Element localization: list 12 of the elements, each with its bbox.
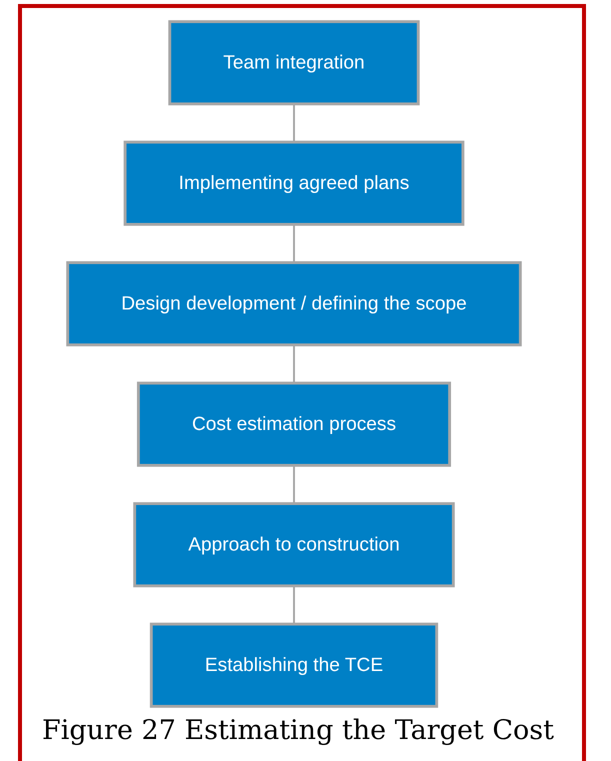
node-box: Cost estimation process [136, 382, 452, 467]
node-box: Approach to construction [133, 502, 455, 588]
connector [293, 104, 295, 142]
node-box: Implementing agreed plans [124, 140, 464, 226]
connector [293, 465, 295, 504]
connector [293, 586, 295, 624]
node-box: Establishing the TCE [150, 622, 438, 708]
figure-caption: Figure 27 Estimating the Target Cost [42, 715, 554, 746]
node-box: Design development / defining the scope [66, 261, 522, 346]
node-box: Team integration [168, 20, 420, 106]
connector [293, 224, 295, 263]
connector [293, 344, 295, 384]
